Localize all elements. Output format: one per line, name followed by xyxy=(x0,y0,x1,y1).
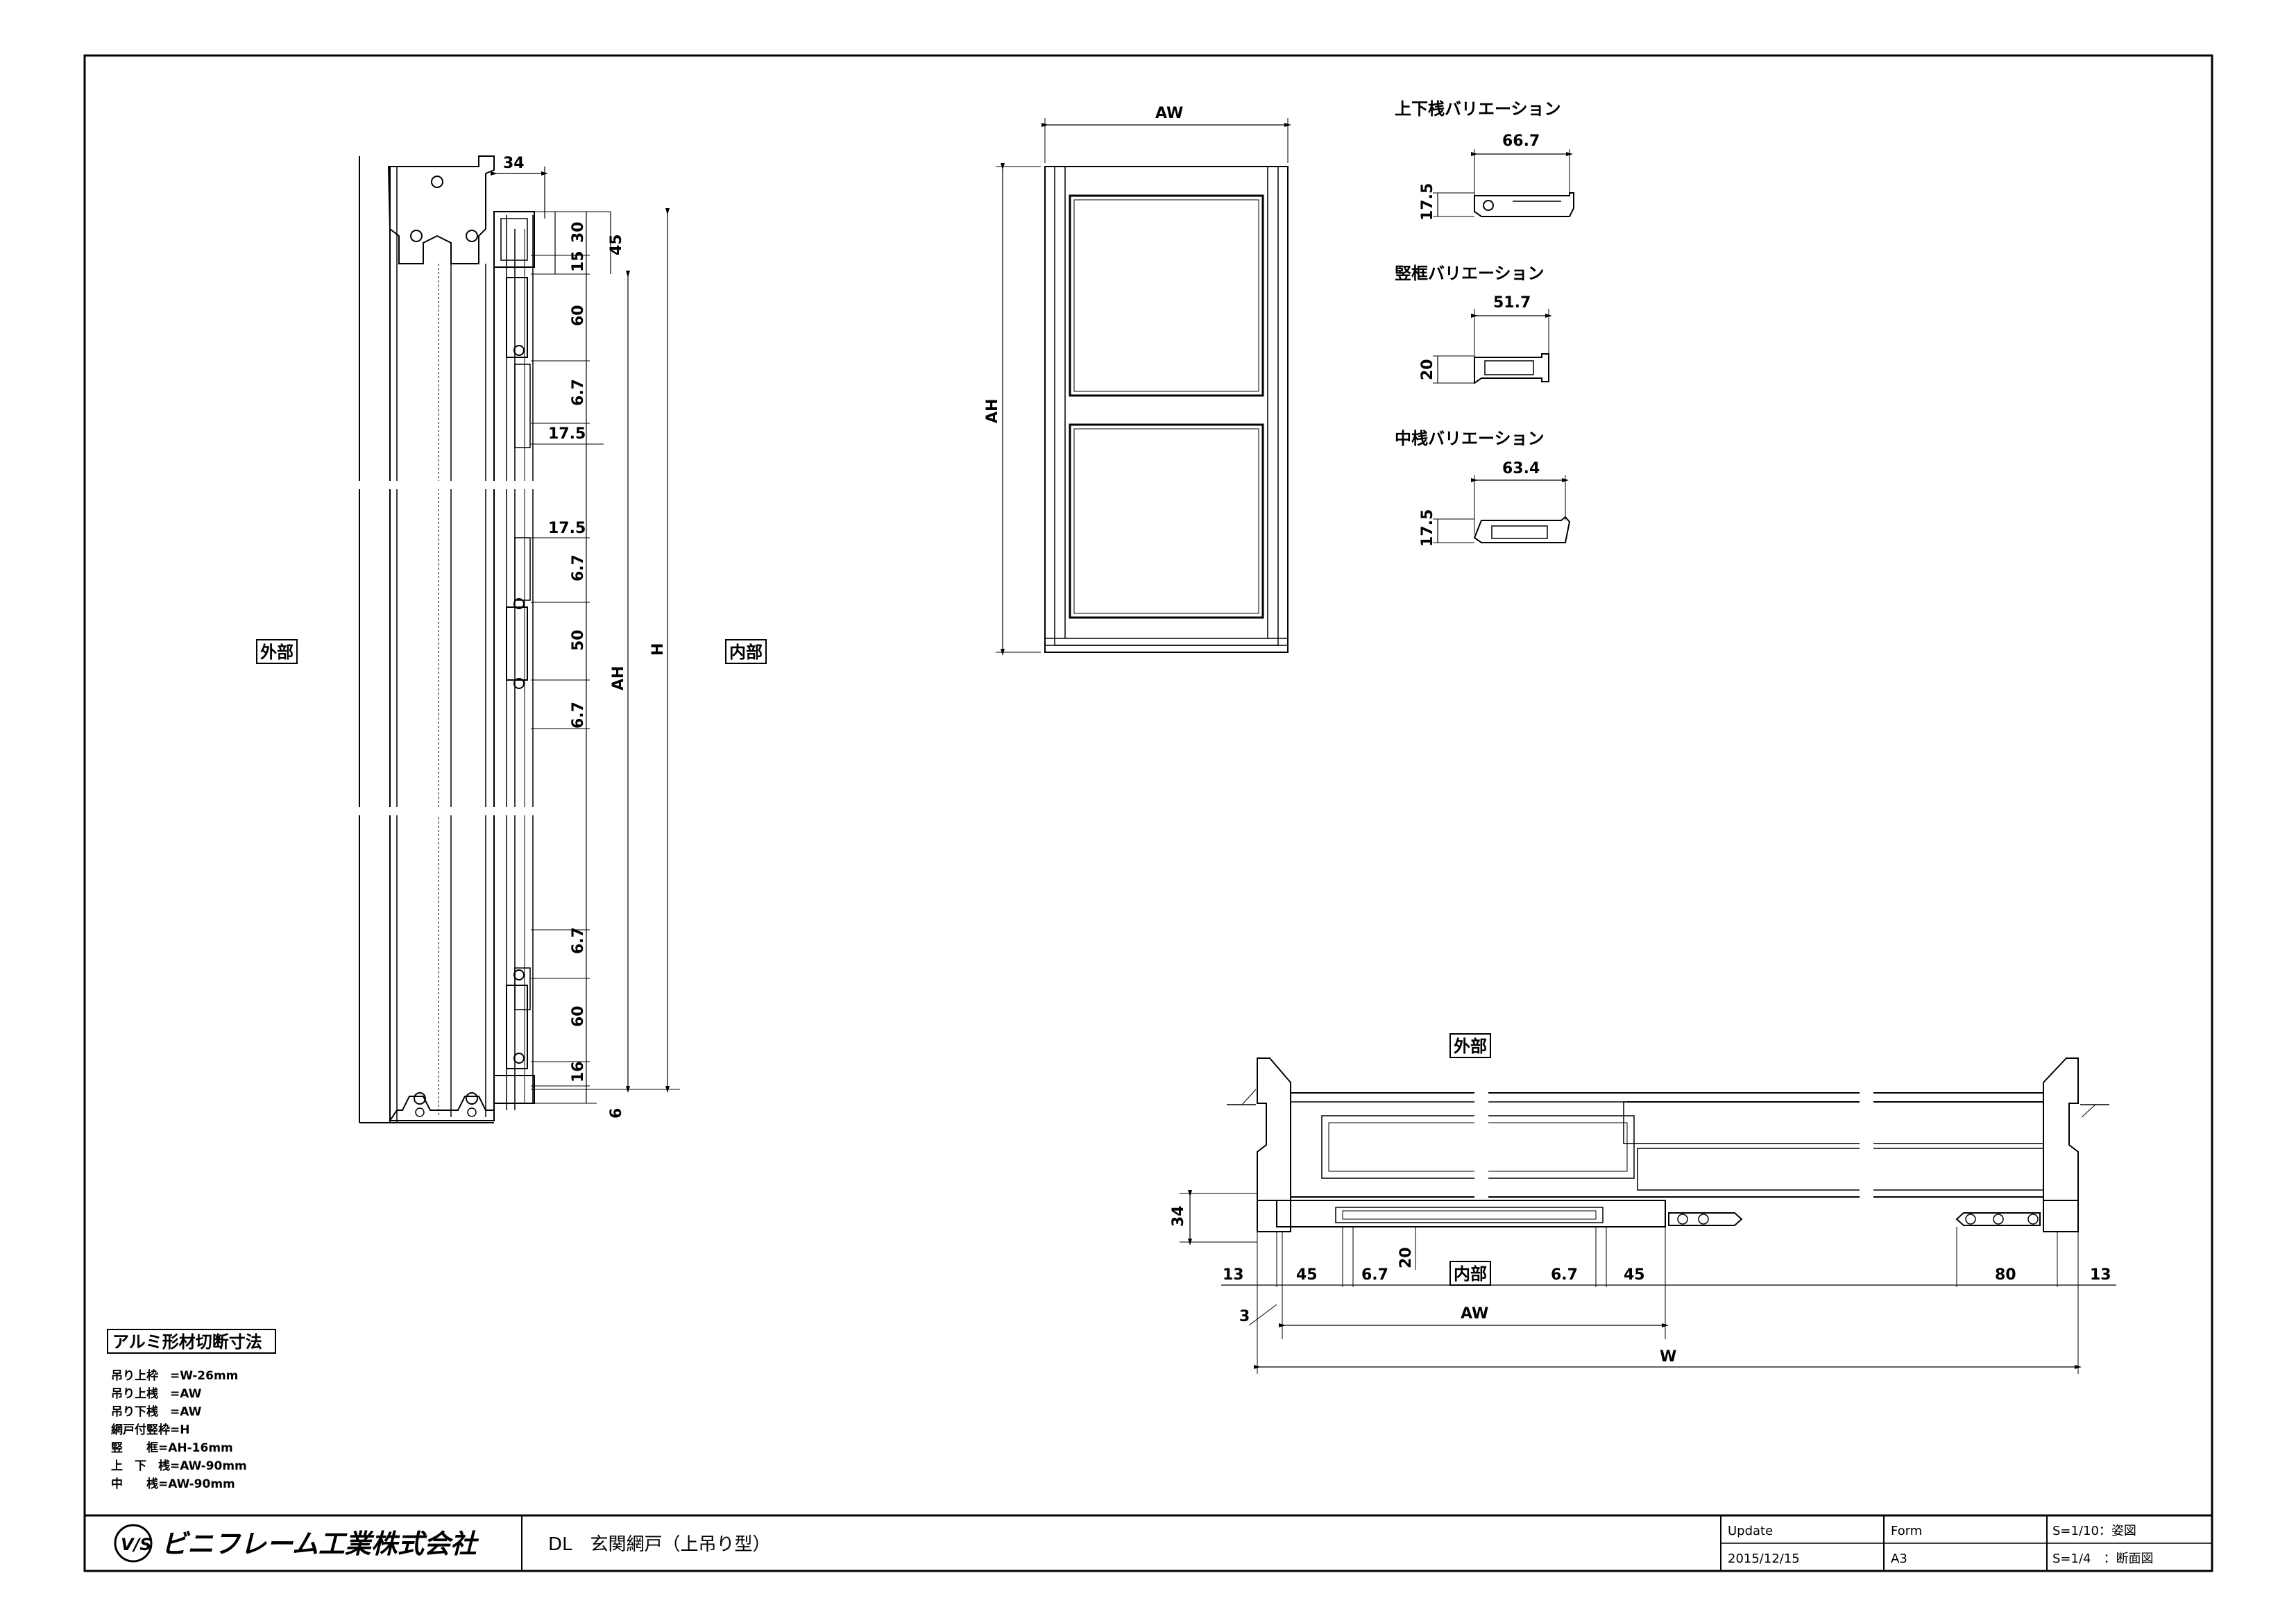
dim-6: 6 xyxy=(608,1108,625,1119)
update-label: Update xyxy=(1728,1524,1773,1538)
company-name: ビニフレーム工業株式会社 xyxy=(161,1529,479,1559)
dim-50: 50 xyxy=(570,629,587,651)
cut-note-5: 竪 框=AH-16mm xyxy=(111,1441,233,1455)
dim-h: H xyxy=(649,643,667,656)
dim-60-bottom: 60 xyxy=(570,1005,587,1027)
plan-dim-13-left: 13 xyxy=(1223,1266,1244,1284)
dim-6-7-c: 6.7 xyxy=(570,702,587,729)
profile-title-3: 中桟バリエーション xyxy=(1395,429,1545,448)
elevation-aw: AW xyxy=(1155,105,1183,122)
update-value: 2015/12/15 xyxy=(1728,1552,1800,1566)
company-logo-text: V/S xyxy=(121,1535,152,1554)
form-value: A3 xyxy=(1891,1552,1907,1566)
plan-section: 外部 内部 xyxy=(1170,1033,2116,1374)
cut-note-7: 中 桟=AW-90mm xyxy=(111,1477,235,1491)
cut-note-1: 吊り上枠 =W-26mm xyxy=(111,1369,238,1383)
profile-width-1: 66.7 xyxy=(1502,133,1540,150)
cut-note-6: 上 下 桟=AW-90mm xyxy=(111,1459,247,1473)
plan-dim-34: 34 xyxy=(1170,1205,1187,1227)
plan-dim-6-7-left: 6.7 xyxy=(1361,1266,1388,1284)
cut-notes-title: アルミ形材切断寸法 xyxy=(112,1332,262,1352)
plan-dim-w: W xyxy=(1660,1348,1676,1366)
company-logo xyxy=(114,1524,153,1563)
side-section: 34 30 15 45 60 6.7 17.5 17.5 6.7 50 6.7 … xyxy=(256,155,767,1123)
cut-note-3: 吊り下桟 =AW xyxy=(111,1404,202,1419)
cut-note-4: 網戸付竪枠=H xyxy=(111,1422,189,1437)
profile-width-2: 51.7 xyxy=(1493,294,1531,312)
dim-16: 16 xyxy=(570,1061,587,1082)
plan-dim-20: 20 xyxy=(1397,1247,1415,1268)
profile-height-2: 20 xyxy=(1419,359,1436,380)
profile-height-3: 17.5 xyxy=(1419,509,1436,547)
plan-dim-6-7-right: 6.7 xyxy=(1551,1266,1578,1284)
plan-dim-13-right: 13 xyxy=(2090,1266,2111,1284)
plan-dim-aw: AW xyxy=(1461,1305,1488,1323)
drawing-title: DL 玄関網戸（上吊り型） xyxy=(548,1534,771,1555)
profile-title-1: 上下桟バリエーション xyxy=(1395,99,1561,119)
inside-label-side: 内部 xyxy=(729,643,763,662)
plan-dim-3: 3 xyxy=(1239,1308,1250,1325)
profile-height-1: 17.5 xyxy=(1419,183,1436,221)
profile-title-2: 竪框バリエーション xyxy=(1395,264,1545,283)
plan-dim-45-left: 45 xyxy=(1296,1266,1318,1284)
cut-note-2: 吊り上桟 =AW xyxy=(111,1386,202,1401)
dim-17-5-b: 17.5 xyxy=(548,520,586,537)
dim-ah-side: AH xyxy=(610,666,627,690)
outside-label-side: 外部 xyxy=(260,643,294,662)
outside-label-plan: 外部 xyxy=(1454,1037,1487,1056)
dim-30: 30 xyxy=(570,221,587,243)
dim-45: 45 xyxy=(608,234,625,255)
inside-label-plan: 内部 xyxy=(1454,1264,1487,1284)
form-label: Form xyxy=(1891,1524,1922,1538)
elevation-view: AW AH xyxy=(984,105,1291,656)
dim-17-5-a: 17.5 xyxy=(548,425,586,443)
dim-34: 34 xyxy=(503,155,525,172)
elevation-ah: AH xyxy=(984,399,1001,423)
cut-dimension-notes: アルミ形材切断寸法 吊り上枠 =W-26mm 吊り上桟 =AW 吊り下桟 =AW… xyxy=(107,1329,276,1491)
dim-6-7-a: 6.7 xyxy=(570,379,587,406)
plan-dim-45-right: 45 xyxy=(1624,1266,1645,1284)
profile-variations: 上下桟バリエーション 66.7 17.5 竪框バリエーション 51.7 20 中… xyxy=(1395,99,1574,547)
dim-60-top: 60 xyxy=(570,305,587,326)
dim-6-7-b: 6.7 xyxy=(570,554,587,581)
scale-section: S=1/4 ：断面図 xyxy=(2052,1552,2153,1566)
dim-15: 15 xyxy=(570,250,587,272)
sheet-border xyxy=(83,54,2213,1572)
profile-width-3: 63.4 xyxy=(1502,460,1540,477)
scale-elevation: S=1/10：姿図 xyxy=(2052,1524,2136,1538)
plan-dim-80: 80 xyxy=(1995,1266,2016,1284)
dim-6-7-d: 6.7 xyxy=(570,927,587,954)
title-block: V/S ビニフレーム工業株式会社 DL 玄関網戸（上吊り型） Update 20… xyxy=(85,1514,2212,1571)
